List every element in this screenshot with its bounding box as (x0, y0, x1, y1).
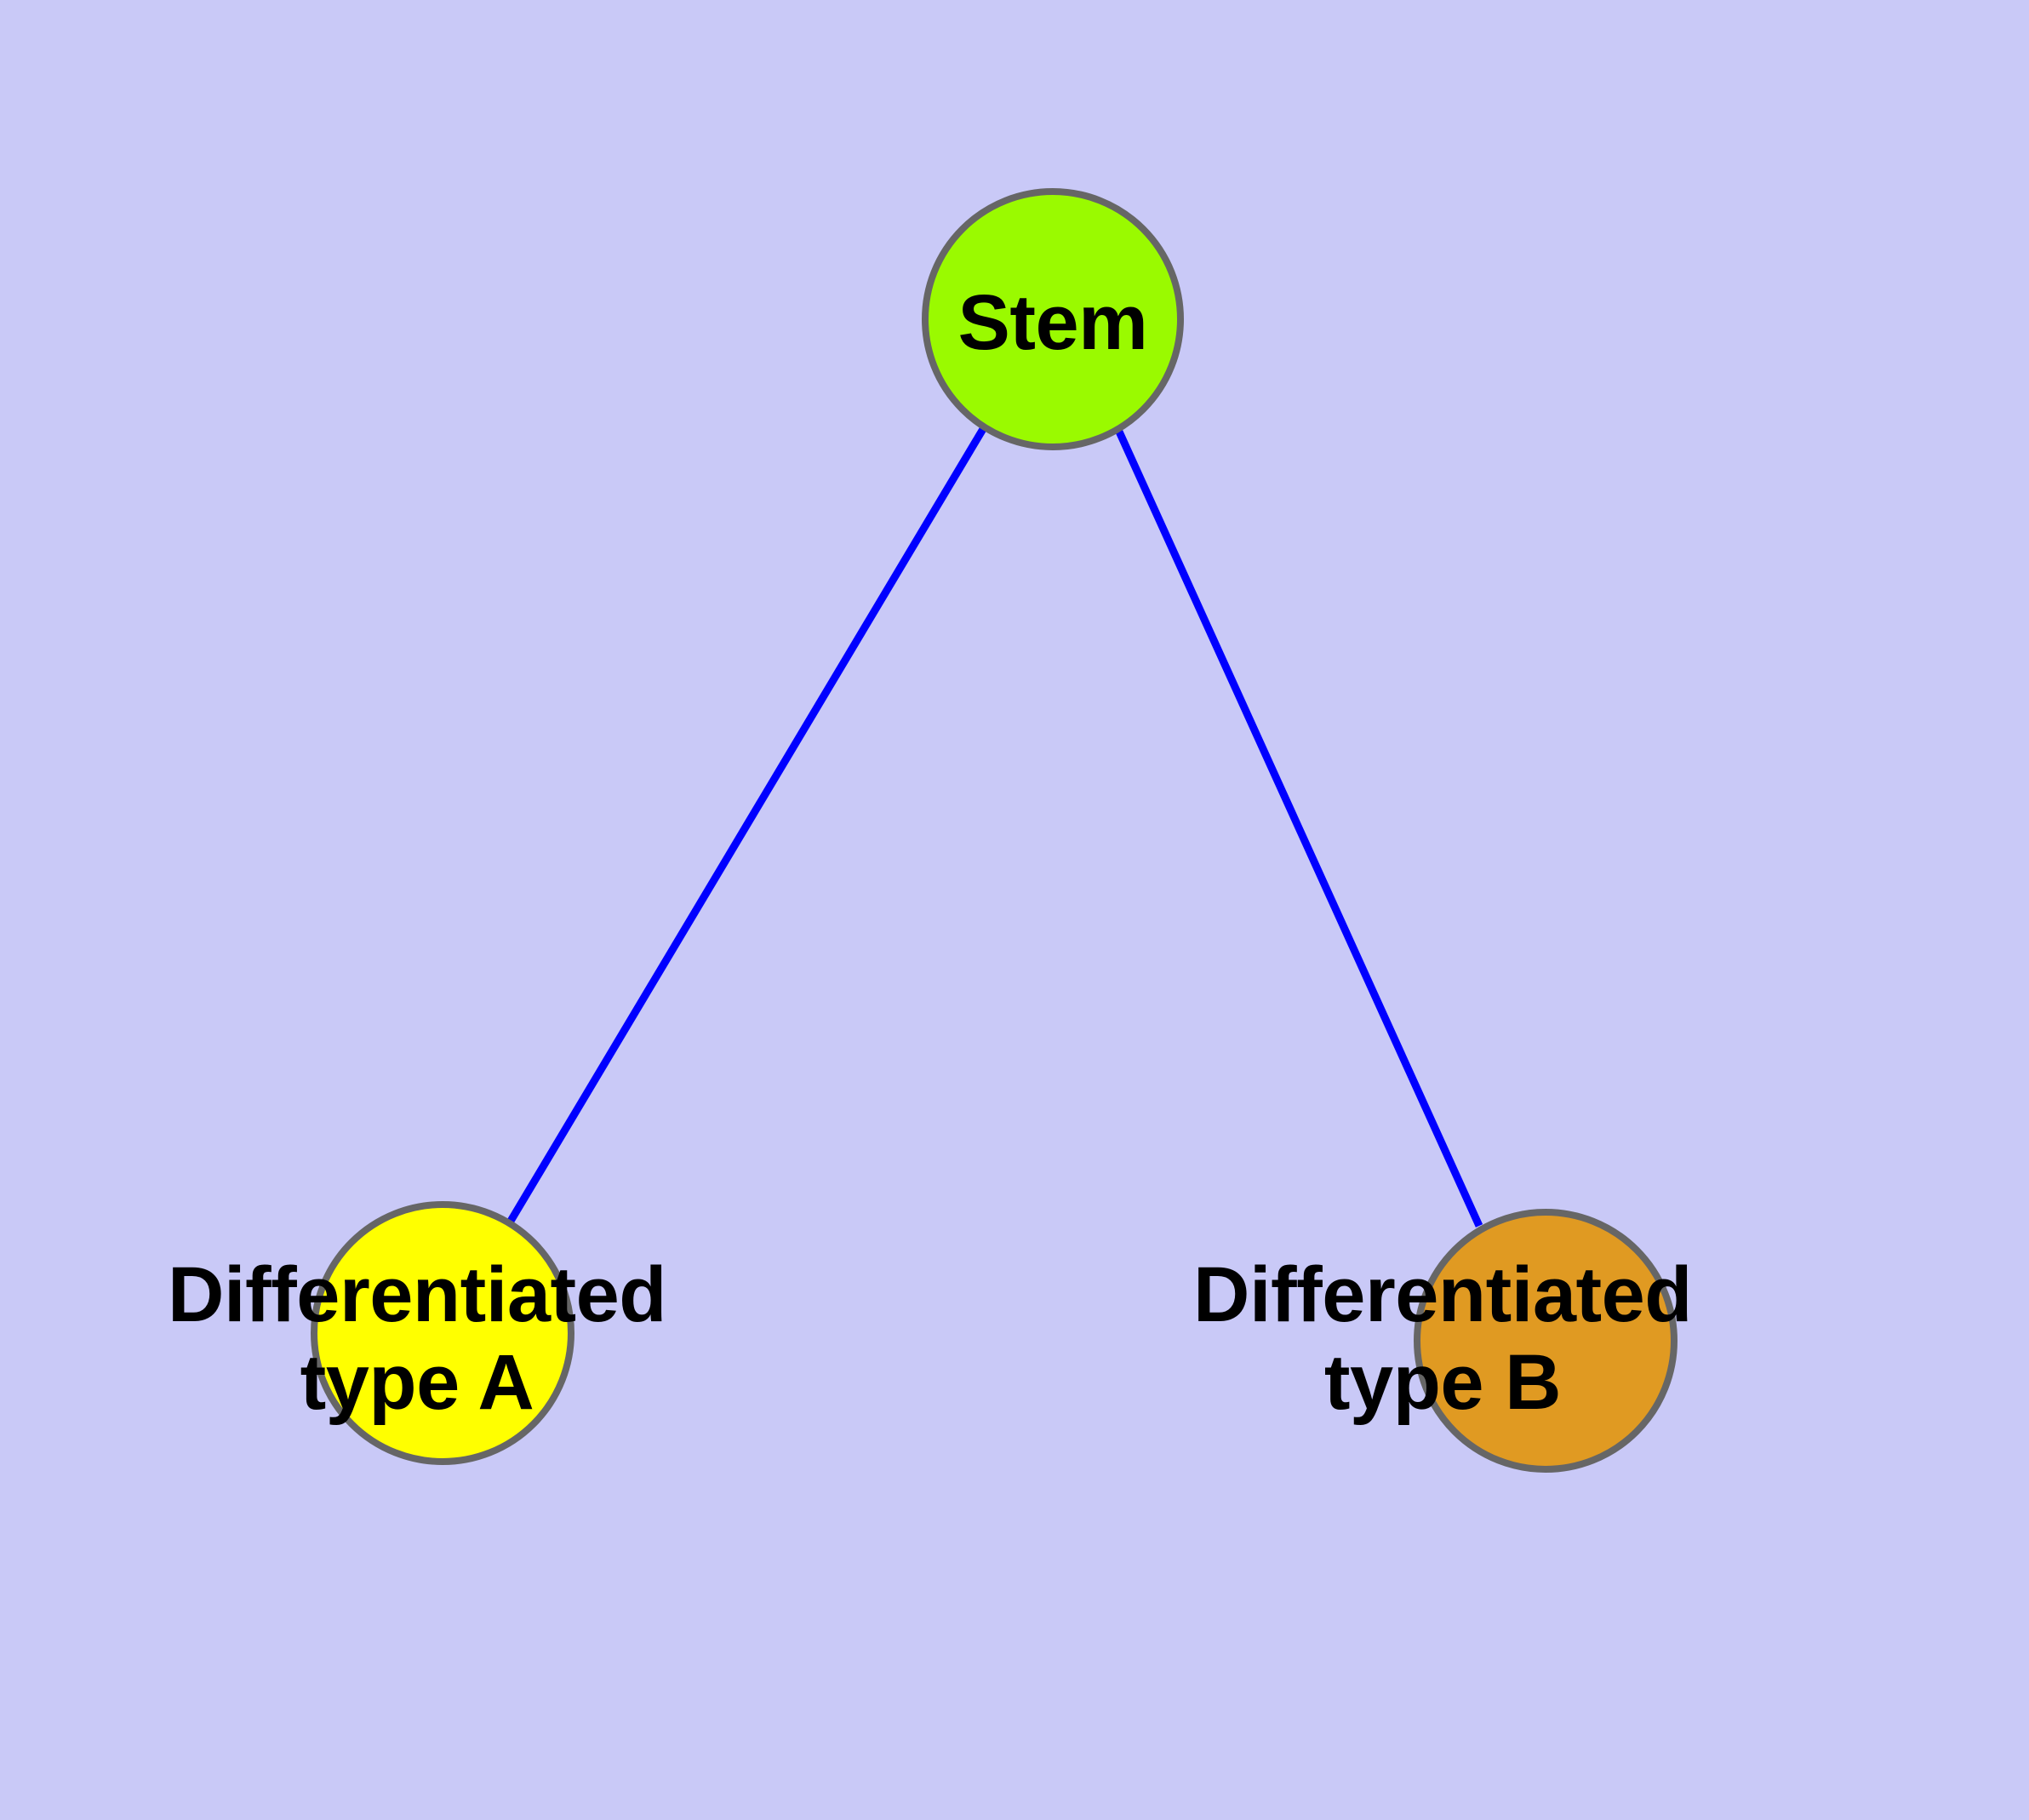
edge-stem-to-differentiated-type-b (1115, 430, 1483, 1228)
edge-stem-to-differentiated-type-a (506, 426, 986, 1225)
node-stem[interactable] (922, 188, 1184, 450)
node-differentiated-type-a[interactable] (311, 1201, 574, 1465)
node-differentiated-type-b[interactable] (1414, 1209, 1677, 1473)
